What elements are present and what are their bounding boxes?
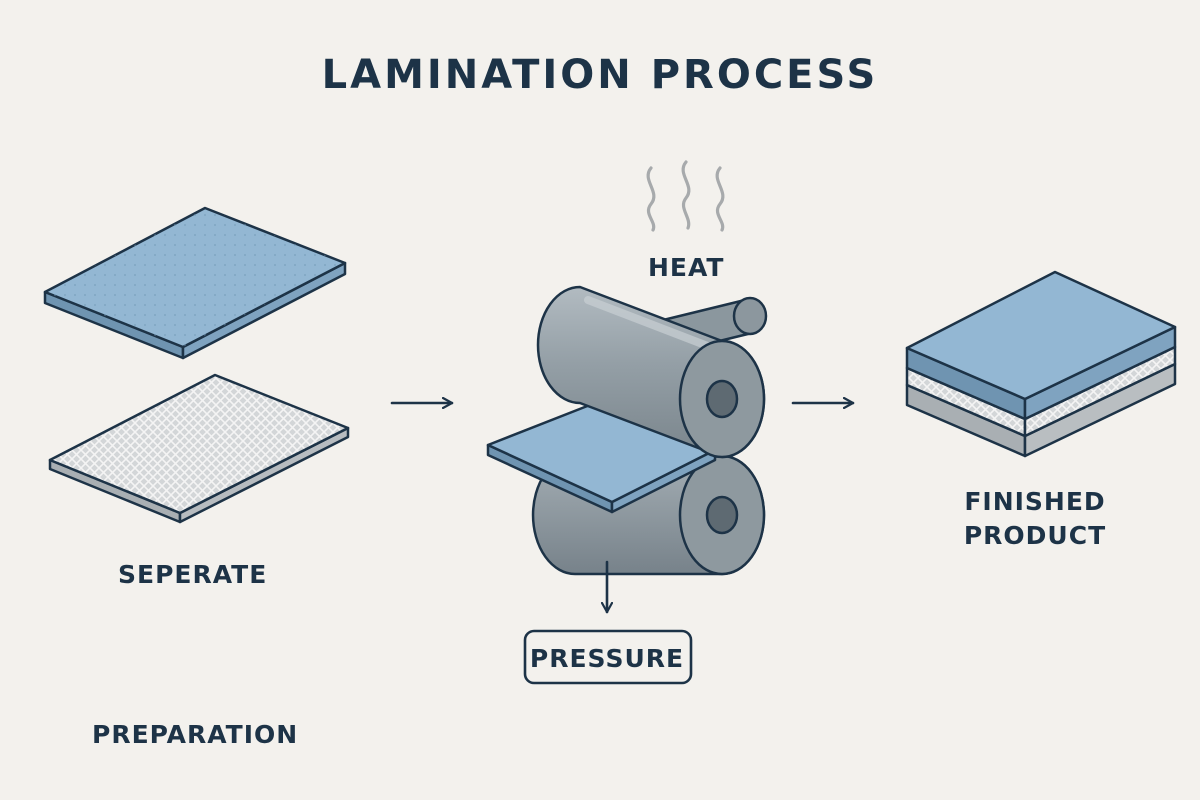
finished-label-line2: PRODUCT: [963, 521, 1107, 550]
pressure-box: [523, 629, 693, 685]
finished-label-line1: FINISHED: [964, 487, 1106, 516]
heat-label: HEAT: [648, 253, 725, 282]
top-roller: [536, 285, 766, 459]
preparation-label: PREPARATION: [92, 720, 299, 749]
top-film-sheet: [43, 206, 347, 360]
finished-product-label: FINISHED PRODUCT: [960, 485, 1110, 553]
page-title: LAMINATION PROCESS: [321, 52, 879, 98]
roller-assembly: [486, 285, 768, 576]
separate-label: SEPERATE: [118, 560, 268, 589]
pressure-label: PRESSURE: [529, 644, 685, 673]
finished-product-stack: [905, 270, 1177, 458]
steam-icon: [646, 160, 725, 232]
mesh-sheet: [48, 373, 350, 524]
